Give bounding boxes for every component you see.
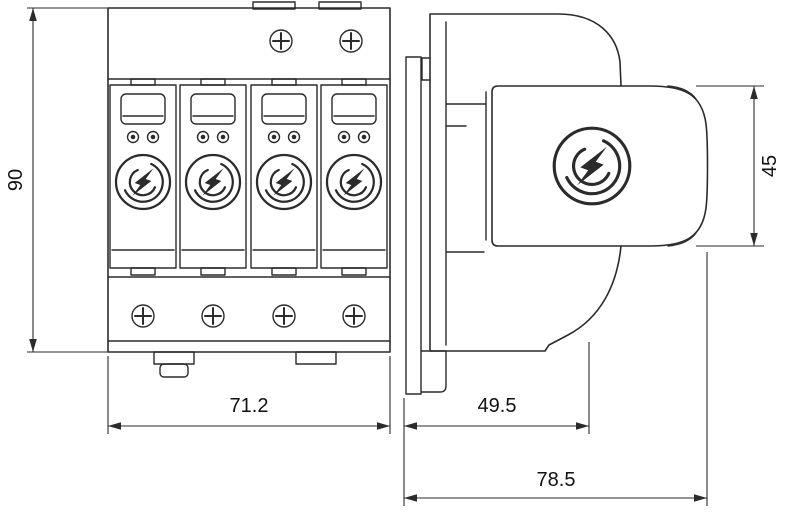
arrow-down [750,233,758,246]
side-bottom-rail-clip [420,350,447,393]
module-4 [321,79,387,275]
dim-label-front-width: 71.2 [230,395,269,417]
arrow-left [404,422,417,430]
dimension-front-height: 90 [5,7,108,353]
front-top-screw-2 [339,29,363,53]
dim-label-side-base-depth: 49.5 [478,395,517,417]
front-release-latch [159,363,189,378]
arrow-up [750,86,758,99]
dimension-side-total-depth: 78.5 [404,252,708,506]
front-top-terminal-slot-left [252,1,296,10]
side-plug-module-outline [491,85,709,247]
dimension-side-module-height: 45 [696,85,781,247]
din-rail [405,56,422,395]
ext-lines-side-base-depth [403,342,590,506]
front-bottom-clip-right [295,351,337,365]
arrow-down [29,339,37,352]
front-body-outline [107,7,391,353]
module-2 [180,79,246,275]
front-view [107,1,391,378]
ext-lines-front-width [107,356,391,434]
dim-label-side-total-depth: 78.5 [537,469,576,491]
arrow-right [694,494,707,502]
dimension-side-base-depth: 49.5 [403,342,590,506]
front-bottom-screw-4 [342,304,366,328]
arrow-right [576,422,589,430]
dim-label-front-height: 90 [5,169,27,191]
side-inner-details [445,21,487,346]
front-bottom-screw-2 [201,304,225,328]
dimension-front-width: 71.2 [107,356,391,434]
front-bottom-screw-3 [272,304,296,328]
front-bottom-clip-left [153,351,195,365]
dim-label-side-module-height: 45 [759,155,781,177]
front-horizontal-separators [107,78,391,342]
module-1 [110,79,176,275]
ext-lines-side-module-height [696,85,764,247]
arrow-left [404,494,417,502]
ext-lines-front-height [27,7,108,353]
front-top-screw-1 [269,29,293,53]
arrow-up [29,8,37,21]
front-bottom-screw-1 [131,304,155,328]
arrow-right [377,422,390,430]
side-top-rail-claw [421,57,431,81]
arrow-left [108,422,121,430]
side-plug-seam-lines [667,85,697,247]
side-view [405,13,709,395]
module-3 [251,79,317,275]
side-surge-logo-icon [552,126,632,206]
front-top-terminal-slot-right [318,1,362,10]
dimensions: 90 71.2 49.5 78.5 [5,7,781,506]
side-base-outline [429,13,622,352]
